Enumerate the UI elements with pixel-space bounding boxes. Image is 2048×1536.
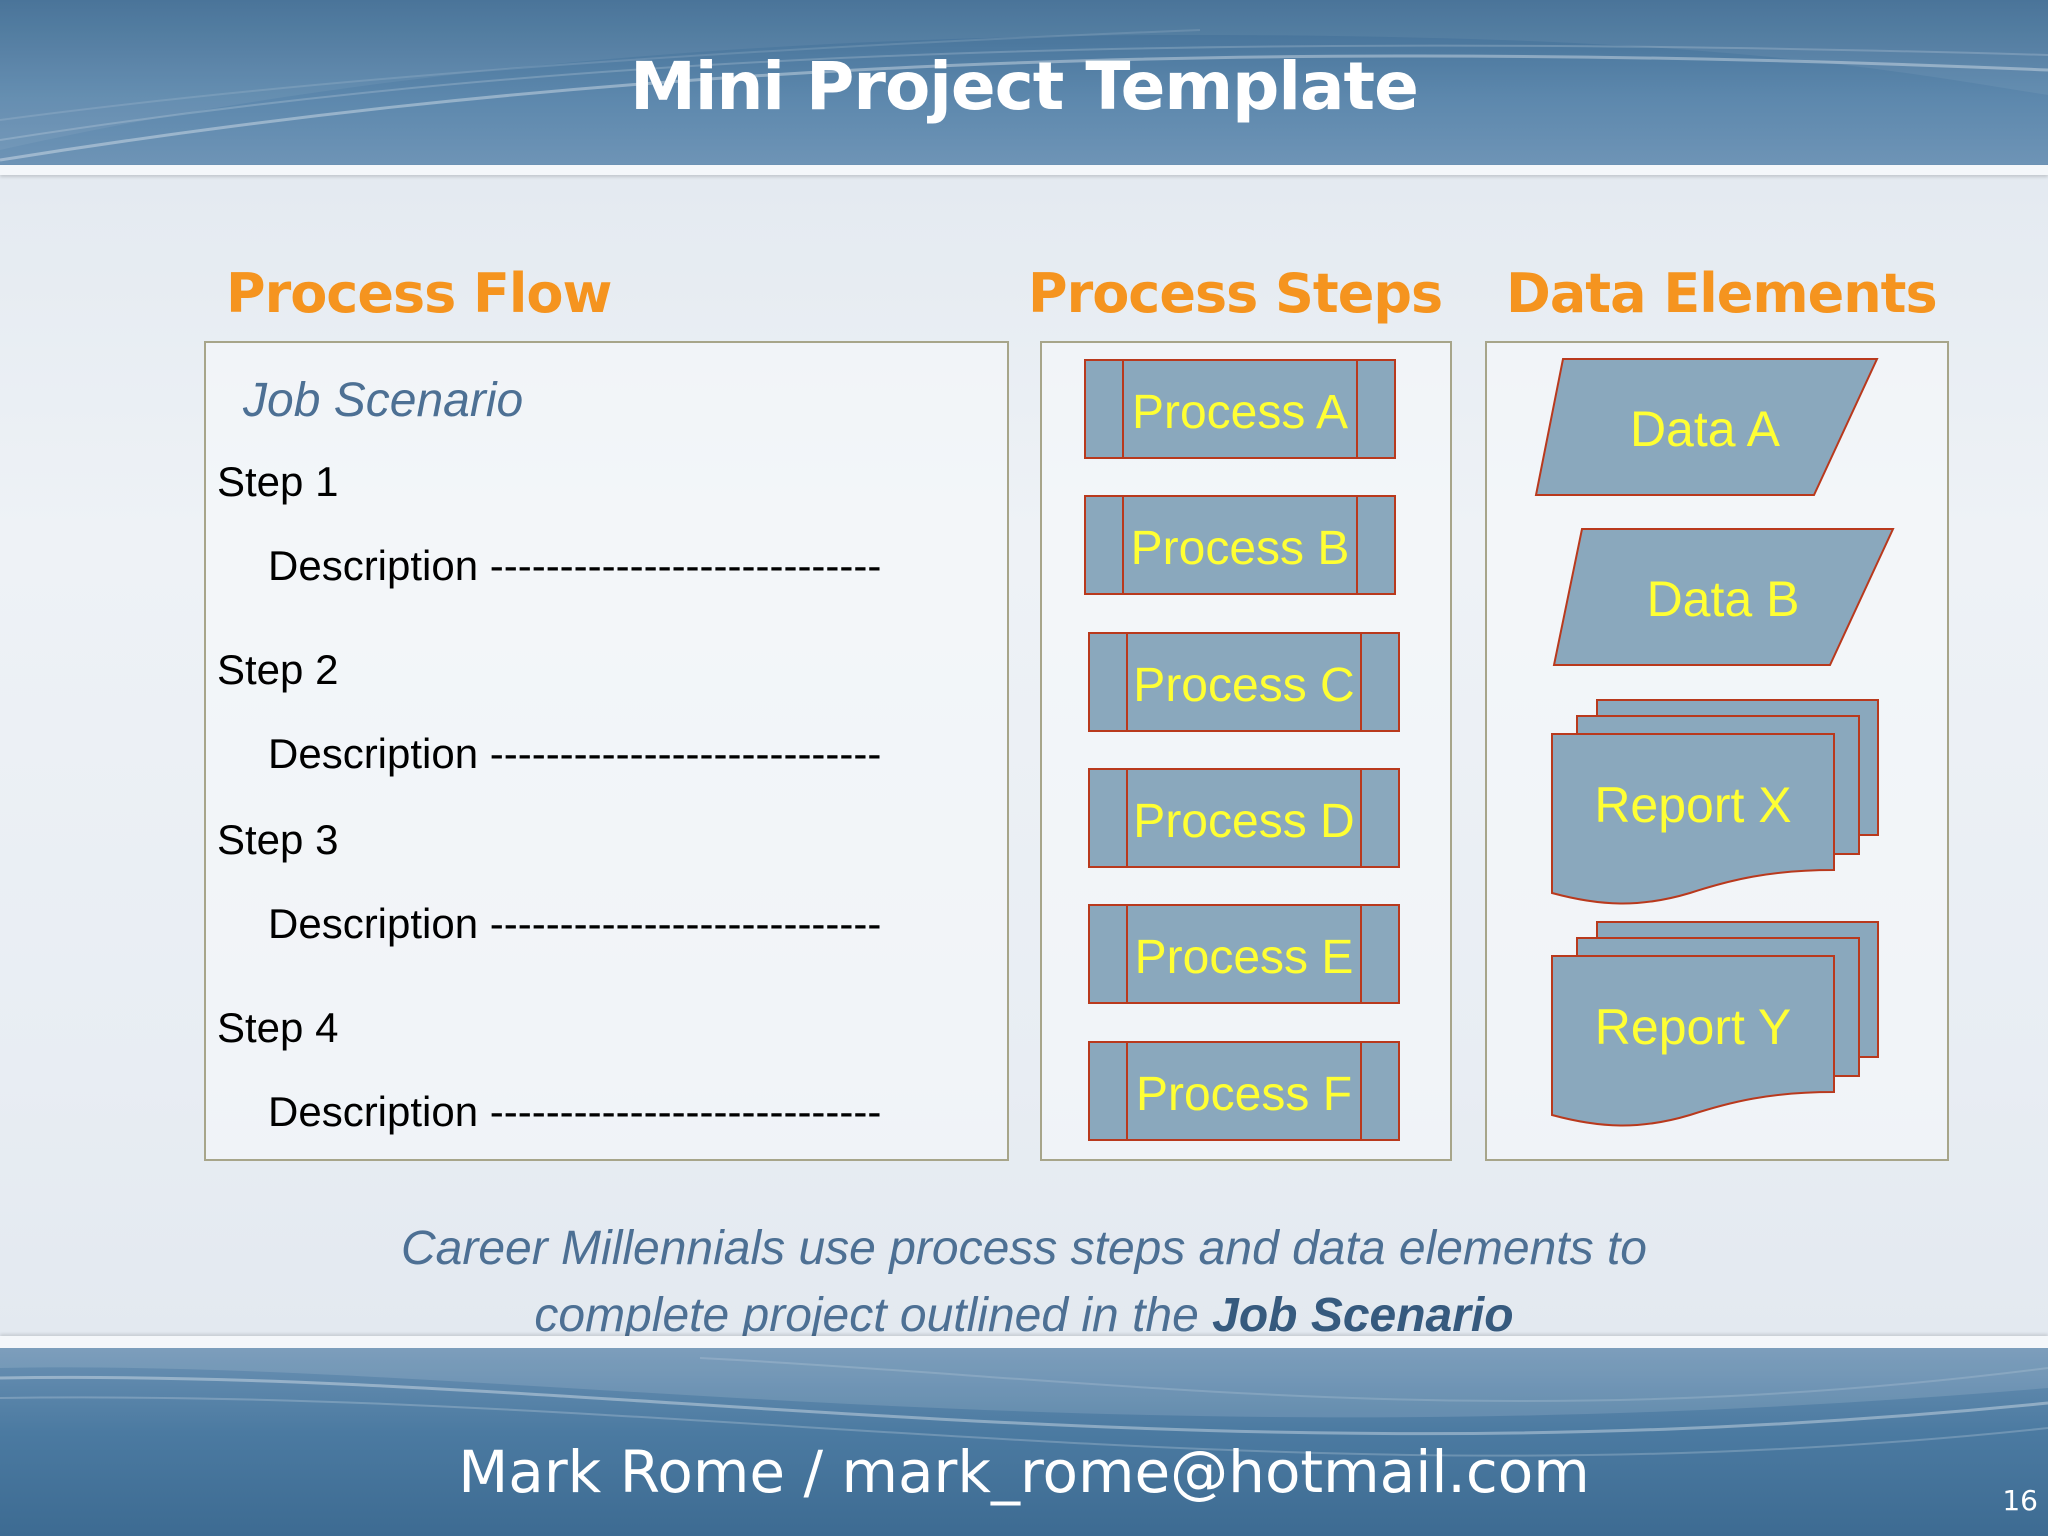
step-label: Step 4 [217,1004,339,1051]
step-label: Step 2 [217,646,339,693]
step-label: Step 1 [217,458,339,505]
slide-title: Mini Project Template [630,48,1419,125]
report-x-label: Report X [1594,777,1792,833]
process-box-d: Process D [1088,768,1400,868]
heading-data-elements: Data Elements [1506,262,1938,325]
process-box-f: Process F [1088,1041,1400,1141]
page-number: 16 [2002,1484,2038,1517]
caption-line-1: Career Millennials use process steps and… [401,1222,1647,1275]
data-b-label: Data B [1646,571,1800,627]
caption-job-scenario: Job Scenario [1212,1289,1514,1342]
process-box-a: Process A [1084,359,1396,459]
process-box-c: Process C [1088,632,1400,732]
process-label: Process D [1133,795,1355,848]
process-steps-panel [1040,341,1452,1161]
header-swoosh [0,0,2048,162]
step-description: Description ---------------------------- [268,730,882,777]
process-box-e: Process E [1088,904,1400,1004]
process-label: Process E [1134,931,1354,984]
footer-band [0,1348,2048,1536]
caption-line-2: complete project outlined in the Job Sce… [0,1288,2048,1343]
process-label: Process A [1131,386,1349,439]
heading-process-flow: Process Flow [226,262,612,325]
caption-line-2-text: complete project outlined in the [534,1289,1213,1342]
footer-divider [0,1336,2048,1348]
header-divider [0,165,2048,175]
footer-swoosh [0,1348,2048,1457]
header-band: Mini Project Template [0,0,2048,165]
footer-author: Mark Rome / mark_rome@hotmail.com [458,1438,1590,1506]
process-label: Process F [1135,1068,1353,1121]
heading-process-steps: Process Steps [1028,262,1443,325]
report-y-label: Report Y [1594,999,1792,1055]
step-description: Description ---------------------------- [268,900,882,947]
step-description: Description ---------------------------- [268,542,882,589]
process-label: Process C [1133,659,1355,712]
process-box-b: Process B [1084,495,1396,595]
job-scenario-label: Job Scenario [243,374,524,427]
step-description: Description ---------------------------- [268,1088,882,1135]
step-label: Step 3 [217,816,339,863]
process-flow-panel [204,341,1009,1161]
data-a-label: Data A [1629,401,1781,457]
process-label: Process B [1130,522,1350,575]
